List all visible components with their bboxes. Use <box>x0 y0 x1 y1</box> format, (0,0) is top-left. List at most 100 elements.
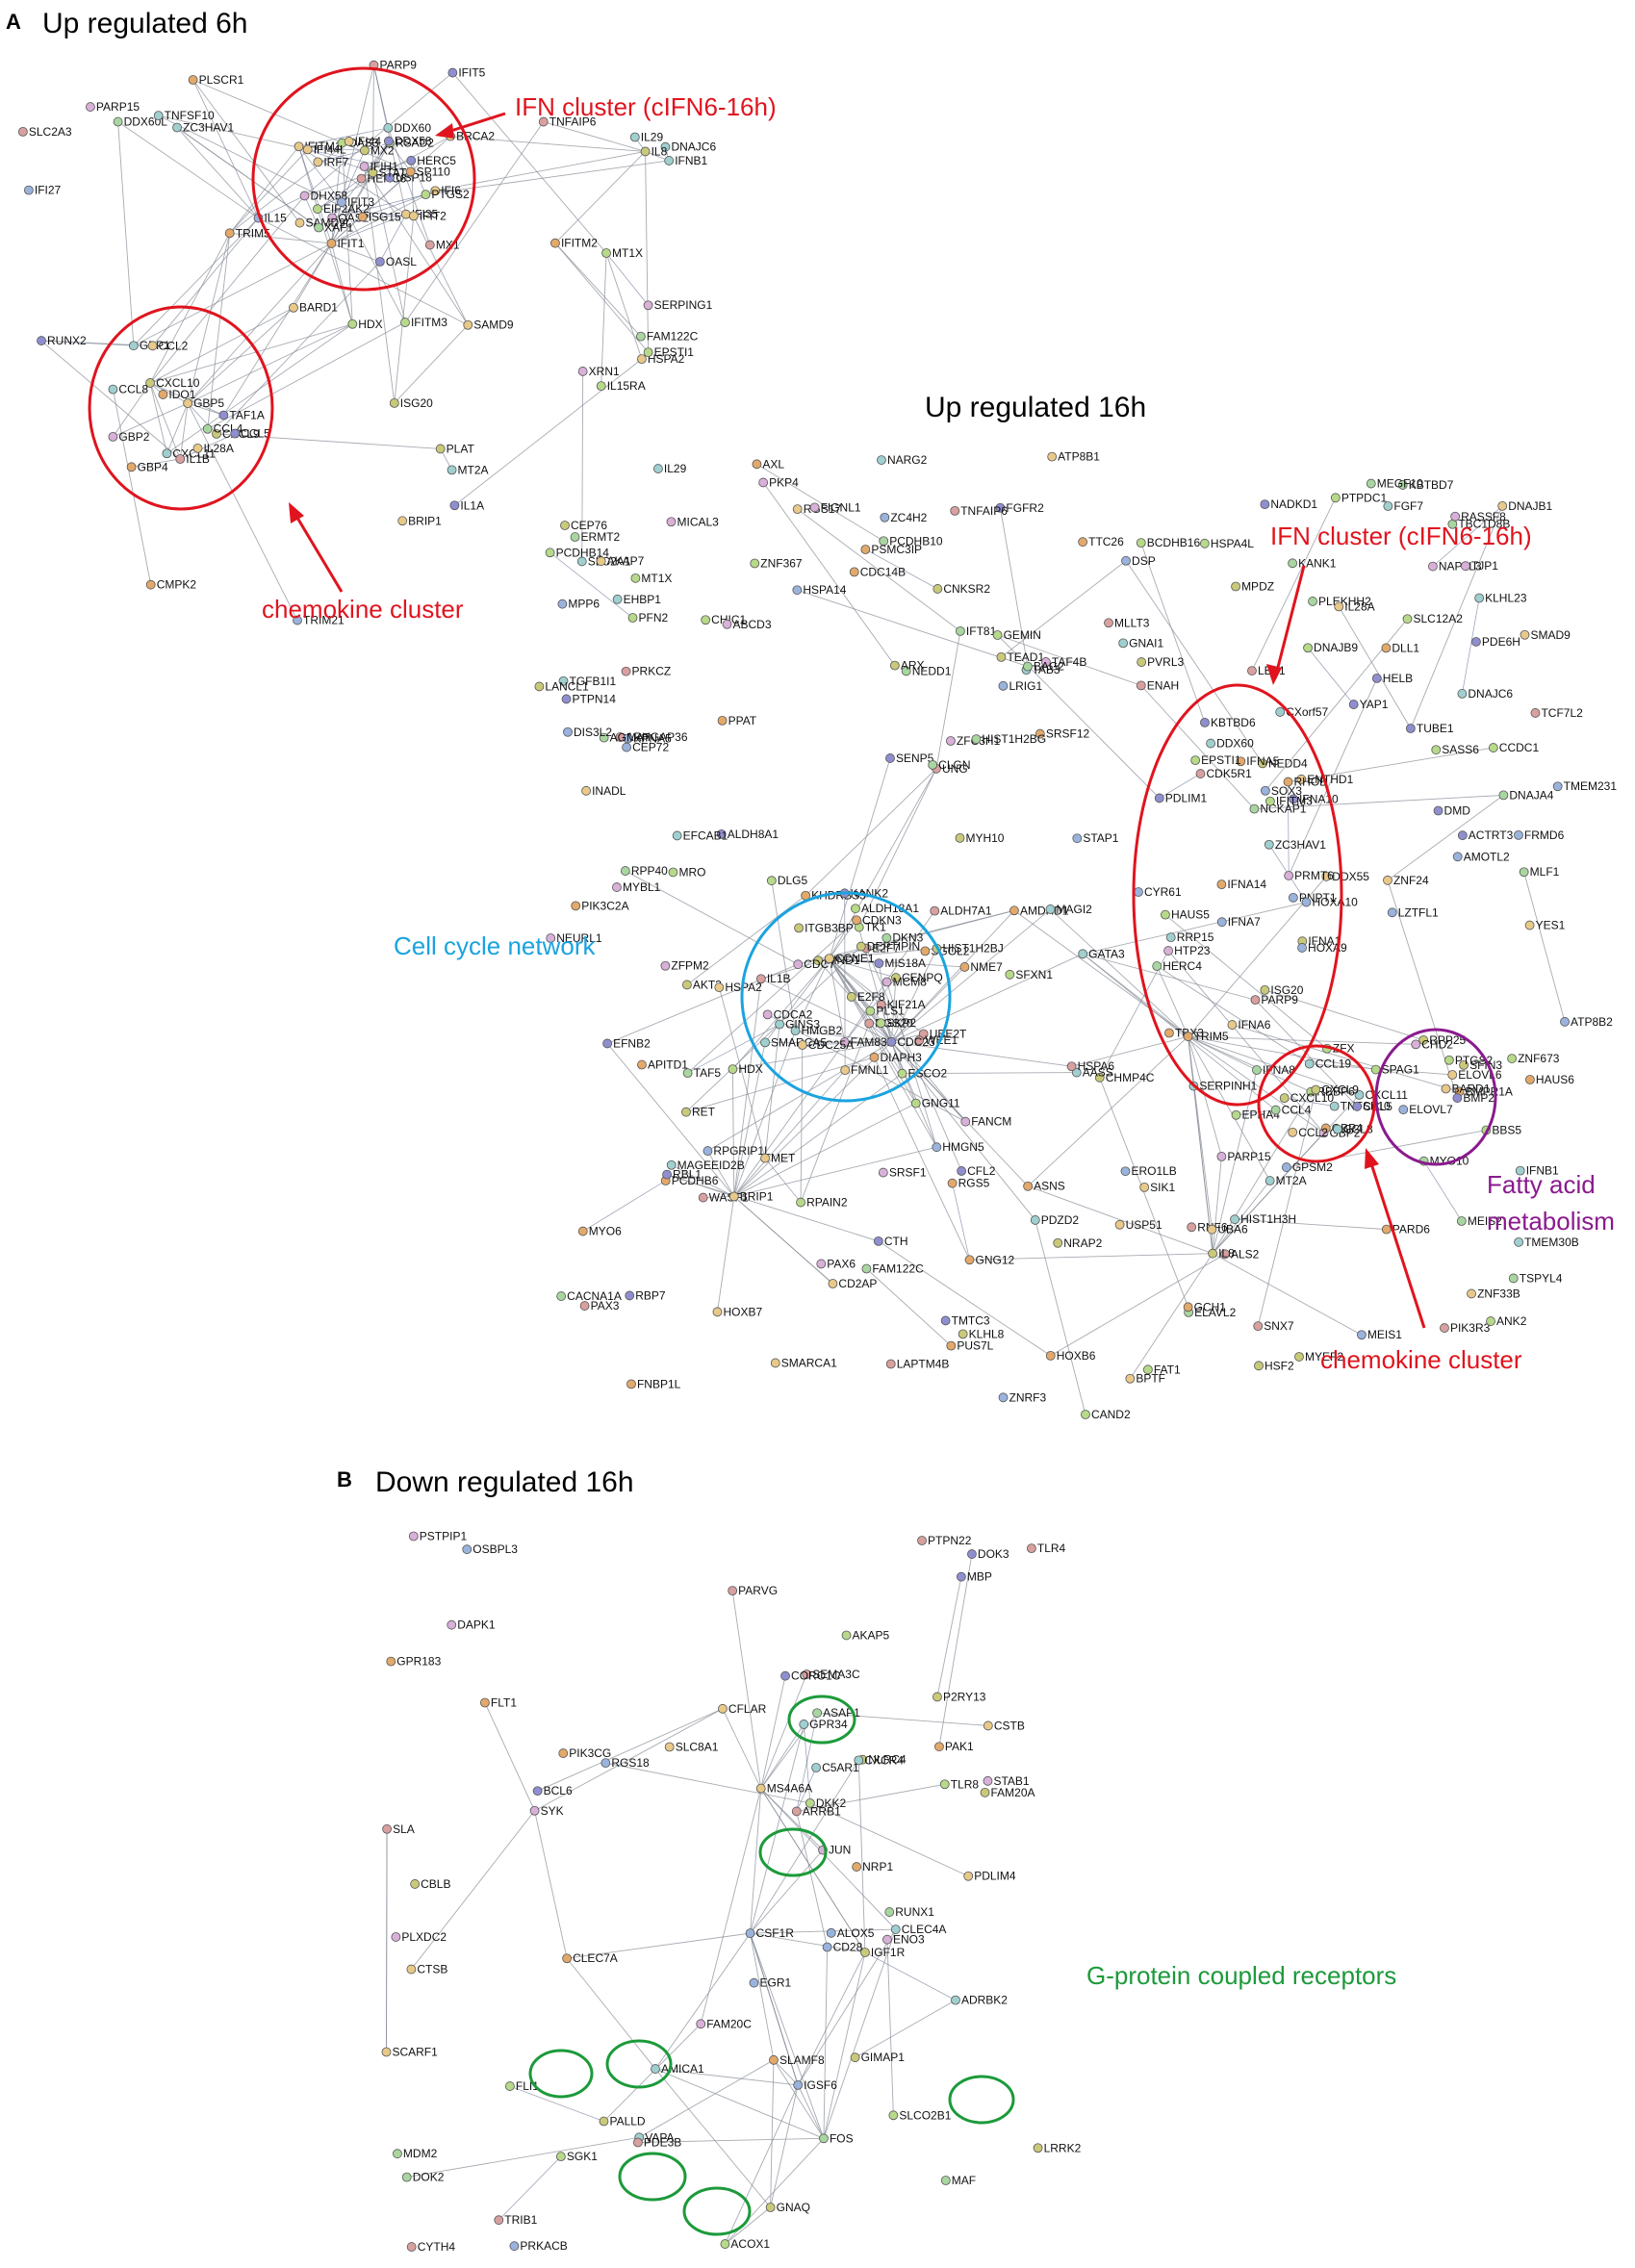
node-marker <box>1457 830 1468 841</box>
node-marker <box>1304 1058 1315 1069</box>
node-label: MYH10 <box>965 831 1004 845</box>
node-marker <box>302 144 313 155</box>
node-label: PLEKHH2 <box>1318 595 1371 608</box>
network_up16-node-pax3: PAX3 <box>579 1299 620 1312</box>
network_b-hub-edge <box>411 1810 535 1970</box>
node-marker <box>1371 673 1382 683</box>
node-marker <box>571 901 581 911</box>
node-marker <box>878 1167 888 1178</box>
node-label: CXCL10 <box>1290 1091 1335 1105</box>
node-marker <box>1247 666 1257 675</box>
node-label: MLF1 <box>1530 865 1560 879</box>
node-label: SRSF12 <box>1046 727 1090 741</box>
node-marker <box>874 958 884 969</box>
network_a-node-ifit3: IFIT3 <box>337 195 374 209</box>
fatty-acid-label-line1: Fatty acid <box>1487 1170 1596 1199</box>
network_a-edge <box>394 216 415 403</box>
node-label: CDCA2 <box>774 1007 813 1021</box>
network_up16-node-rpp25: RPP25 <box>1418 1033 1467 1047</box>
network_up16-node-tube1: TUBE1 <box>1405 722 1454 735</box>
node-marker <box>640 146 651 157</box>
network_up16-node-cxcl9: CXCL9 <box>1311 1083 1359 1097</box>
node-label: TUBE1 <box>1417 722 1454 735</box>
network_up16-edge <box>1251 497 1337 672</box>
node-label: PDLIM4 <box>974 1870 1016 1883</box>
node-label: RBBP6 <box>1316 1085 1355 1099</box>
node-label: HOXB7 <box>723 1305 762 1318</box>
network_up16-node-bag2: BAG2 <box>1023 660 1064 674</box>
node-marker <box>967 1549 977 1559</box>
network_up16-node-gpsm2: GPSM2 <box>1281 1160 1333 1174</box>
node-marker <box>1296 774 1307 784</box>
network_up16-node-gng12: GNG12 <box>964 1253 1015 1266</box>
node-marker <box>620 866 630 876</box>
cluster-highlights <box>88 66 1497 2236</box>
network_up16-node-aldh7a1: ALDH7A1 <box>930 905 992 918</box>
node-label: FAM20C <box>706 2017 752 2030</box>
node-marker <box>147 341 158 351</box>
node-marker <box>947 1178 958 1188</box>
network_up16-node-znf24: ZNF24 <box>1383 874 1429 887</box>
node-label: BARD1 <box>299 301 338 315</box>
network_up16-edge <box>1462 598 1480 694</box>
network_up16-node-nadkd1: NADKD1 <box>1260 497 1317 511</box>
node-marker <box>964 1255 975 1265</box>
network_a-node-ddx60: DDX60 <box>383 121 431 135</box>
network_up16-hub-edge <box>891 1041 1072 1067</box>
network_up16-node-aldh8a1: ALDH8A1 <box>716 828 779 841</box>
node-marker <box>374 257 385 267</box>
node-marker <box>1441 1083 1451 1094</box>
ifn-cluster-16h-label: IFN cluster (cIFN6-16h) <box>1270 522 1532 550</box>
network_up16-node-pfn2: PFN2 <box>627 611 669 624</box>
node-marker <box>1023 661 1033 672</box>
node-marker <box>421 190 431 200</box>
network_a-node-il15ra: IL15RA <box>596 379 646 393</box>
network_b-hub-edge <box>750 1788 762 1934</box>
network_up16-hub-edge <box>671 1164 734 1197</box>
node-marker <box>722 619 732 629</box>
node-marker <box>664 156 675 166</box>
network_up16-hub-edge <box>891 953 1084 1043</box>
network_up16-node-ero1lb: ERO1LB <box>1120 1164 1177 1178</box>
node-marker <box>128 341 139 351</box>
network_up16-node-dnajb9: DNAJB9 <box>1303 641 1358 654</box>
node-label: CTSB <box>417 1963 447 1976</box>
network_up16-hub-edge <box>733 1041 892 1197</box>
network_a-node-samd9: SAMD9 <box>463 319 514 332</box>
node-label: PLSCR1 <box>199 73 244 87</box>
network_up16-node-cth: CTH <box>873 1235 908 1248</box>
node-marker <box>1152 961 1162 971</box>
node-label: IL29 <box>641 131 664 144</box>
node-label: CMPK2 <box>157 578 197 592</box>
network_up16-node-lztfl1: LZTFL1 <box>1387 905 1439 919</box>
network_b-edge <box>796 1783 945 1812</box>
node-label: GNG12 <box>976 1253 1015 1266</box>
node-marker <box>435 444 446 454</box>
network_up16-edge <box>764 1024 780 1159</box>
network_up16-node-actrt3: ACTRT3 <box>1457 828 1514 842</box>
node-label: CENPQ <box>902 971 943 984</box>
network_up16-node-pvrl3: PVRL3 <box>1137 655 1184 669</box>
network_up16-node-bcdhb16: BCDHB16 <box>1136 536 1200 549</box>
node-marker <box>1497 500 1508 511</box>
node-label: LZTFL1 <box>1398 905 1439 919</box>
node-marker <box>920 946 931 956</box>
network_up16-node-dll1: DLL1 <box>1381 641 1419 654</box>
node-label: PTPN22 <box>928 1534 972 1547</box>
network_up16-node-fnbp1l: FNBP1L <box>626 1377 681 1390</box>
network_up16-node-stap1: STAP1 <box>1072 831 1119 845</box>
node-label: IFITM3 <box>411 316 447 329</box>
network_a-edge <box>133 242 332 346</box>
node-marker <box>313 204 322 215</box>
node-marker <box>946 1340 957 1351</box>
node-label: FAM83D <box>851 1035 896 1049</box>
network_up16-hub-edge <box>733 1196 833 1285</box>
network_b-node-runx1: RUNX1 <box>884 1905 934 1919</box>
network_b-node-sema3c: SEMA3C <box>802 1668 860 1681</box>
network_b-node-fam20a: FAM20A <box>980 1786 1035 1799</box>
node-label: TEAD1 <box>1007 650 1044 664</box>
network_up16-node-dnaja4: DNAJA4 <box>1498 788 1554 802</box>
node-label: IGF1R <box>871 1946 906 1959</box>
node-label: PVRL3 <box>1147 655 1184 669</box>
network_up16-hub-edge <box>1156 965 1189 1037</box>
